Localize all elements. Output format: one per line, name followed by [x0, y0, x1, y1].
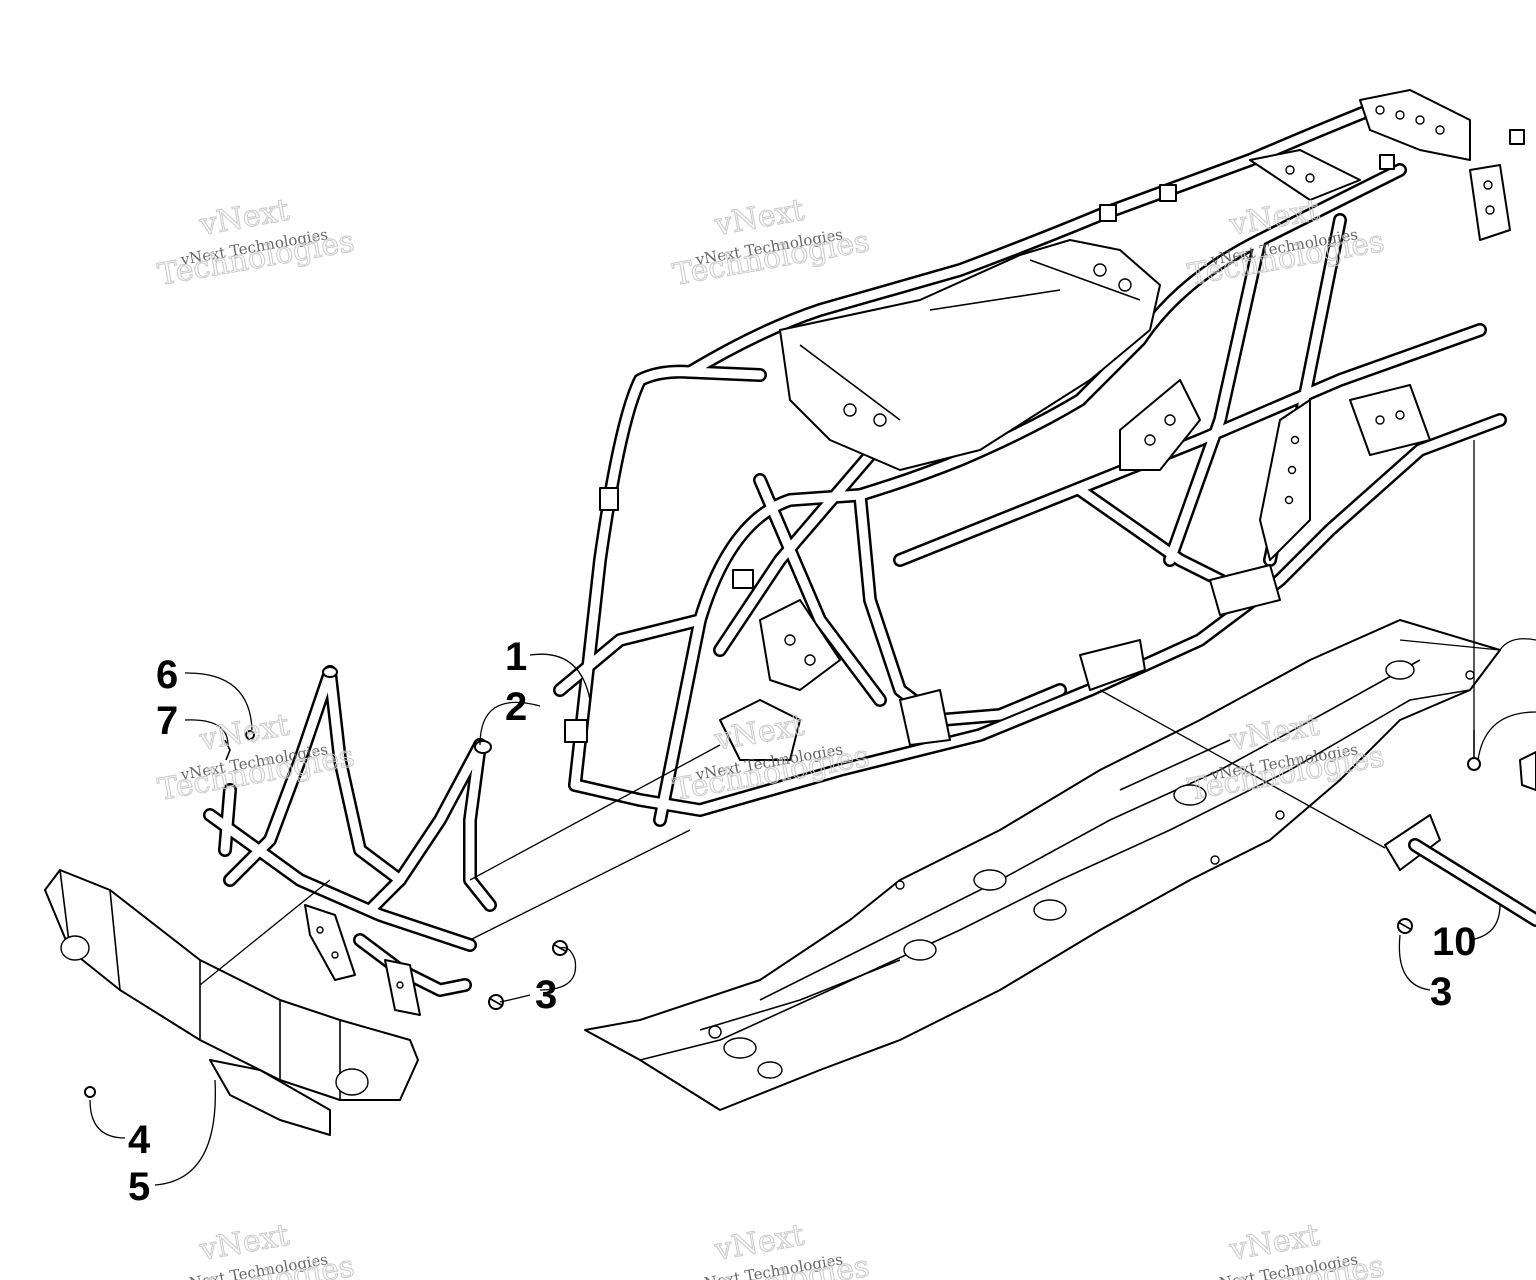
- rivet-icon: [245, 730, 255, 740]
- svg-text:Technologies: Technologies: [670, 224, 872, 293]
- bolt-icon: [84, 1086, 96, 1098]
- bolt-icon: [488, 994, 504, 1010]
- main-frame: [553, 89, 1525, 827]
- rear-shaft: [1384, 751, 1536, 927]
- watermark: vNext vNext Technologies Technologies: [155, 1217, 358, 1280]
- watermark: vNext vNext Technologies Technologies: [155, 192, 358, 293]
- clip-icon: [224, 739, 231, 761]
- front-bumper-cover: [44, 869, 419, 1136]
- watermark: vNext vNext Technologies Technologies: [670, 1217, 873, 1280]
- assembly-lines: [199, 440, 1502, 986]
- callout-10: 10: [1432, 920, 1477, 964]
- front-brush-guard: [203, 665, 497, 1016]
- callout-1: 1: [505, 635, 527, 679]
- callout-3-left: 3: [535, 973, 557, 1017]
- watermark: vNext vNext Technologies Technologies: [155, 707, 358, 808]
- callout-labels: 1 2 3 4 5 6 7 10 3: [128, 635, 1477, 1209]
- callout-7: 7: [156, 699, 178, 743]
- skid-plate: [584, 619, 1501, 1111]
- bolt-icon: [1467, 730, 1481, 771]
- watermark: vNext vNext Technologies Technologies: [1185, 192, 1388, 293]
- callout-4: 4: [128, 1118, 151, 1162]
- watermark: vNext vNext Technologies Technologies: [1185, 1217, 1388, 1280]
- bolt-icon: [1397, 918, 1413, 934]
- callout-5: 5: [128, 1165, 150, 1209]
- callout-3-right: 3: [1430, 970, 1452, 1014]
- callout-6: 6: [156, 653, 178, 697]
- watermark: vNext vNext Technologies Technologies: [670, 707, 873, 808]
- watermark: vNext vNext Technologies Technologies: [670, 192, 873, 293]
- callout-2: 2: [505, 685, 527, 729]
- svg-text:Technologies: Technologies: [155, 739, 357, 808]
- svg-text:Technologies: Technologies: [155, 224, 357, 293]
- callout-leaders: [89, 638, 1536, 1186]
